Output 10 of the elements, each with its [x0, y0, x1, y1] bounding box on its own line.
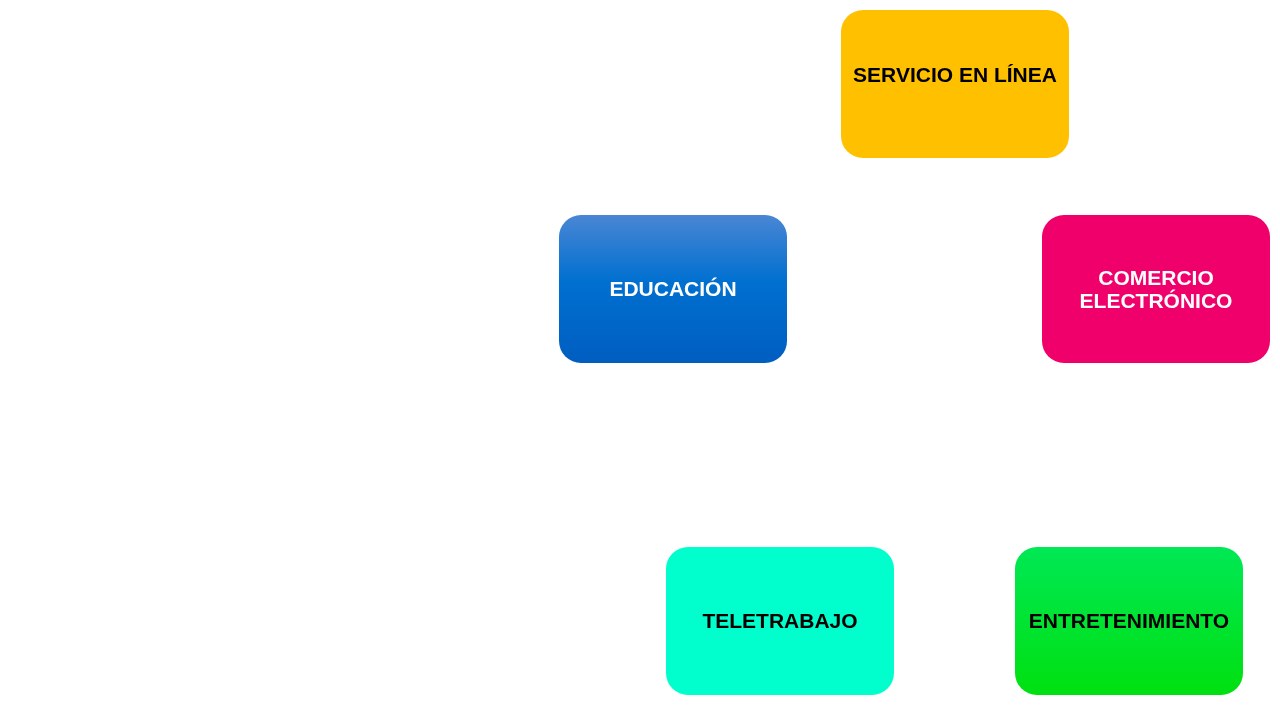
category-box: [666, 547, 894, 695]
category-box: [1042, 215, 1270, 363]
category-label: ENTRETENIMIENTO: [1028, 609, 1230, 633]
category-box: [559, 215, 787, 363]
category-label: SERVICIO EN LÍNEA: [853, 63, 1057, 87]
category-label: TELETRABAJO: [702, 609, 858, 633]
category-box: [1015, 547, 1243, 695]
category-box: [841, 10, 1069, 158]
category-label: COMERCIO ELECTRÓNICO: [1078, 265, 1234, 313]
category-label: EDUCACIÓN: [609, 277, 737, 301]
